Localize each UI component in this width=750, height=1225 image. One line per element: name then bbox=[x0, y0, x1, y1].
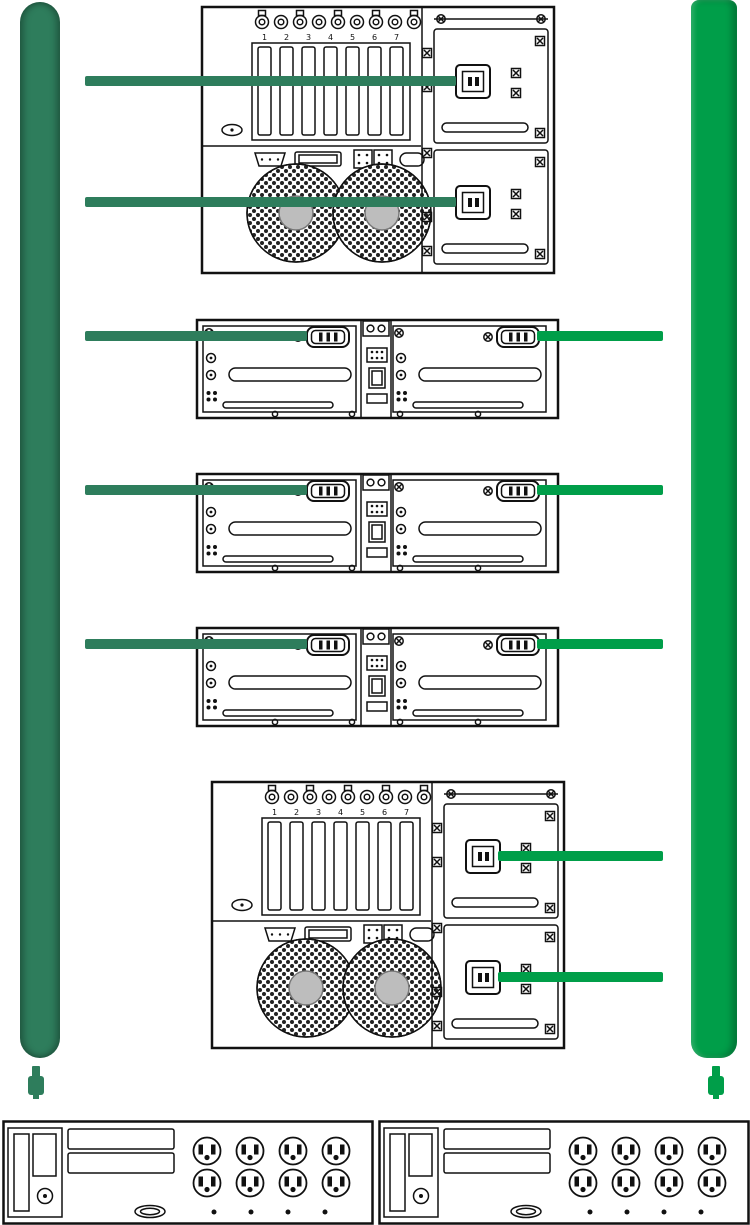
power-cord-enclosure-2-left bbox=[85, 485, 307, 495]
power-cord-enclosure-1-right bbox=[537, 331, 663, 341]
left-plug-icon bbox=[28, 1066, 44, 1099]
server-rear-panel-top bbox=[200, 5, 556, 275]
server-rear-panel-bottom bbox=[210, 780, 566, 1050]
right-power-strip bbox=[691, 0, 737, 1058]
power-cord-enclosure-3-left bbox=[85, 639, 307, 649]
right-plug-icon bbox=[708, 1066, 724, 1099]
power-cord-enclosure-1-left bbox=[85, 331, 307, 341]
power-cord-server-bottom-psu2 bbox=[498, 972, 663, 982]
left-power-strip bbox=[20, 2, 60, 1058]
pdu-rear-left bbox=[2, 1120, 374, 1225]
power-cord-server-top-psu2 bbox=[85, 197, 456, 207]
power-cord-server-bottom-psu1 bbox=[498, 851, 663, 861]
power-cord-enclosure-2-right bbox=[537, 485, 663, 495]
power-cord-server-top-psu1 bbox=[85, 76, 456, 86]
power-cord-enclosure-3-right bbox=[537, 639, 663, 649]
pdu-rear-right bbox=[378, 1120, 750, 1225]
